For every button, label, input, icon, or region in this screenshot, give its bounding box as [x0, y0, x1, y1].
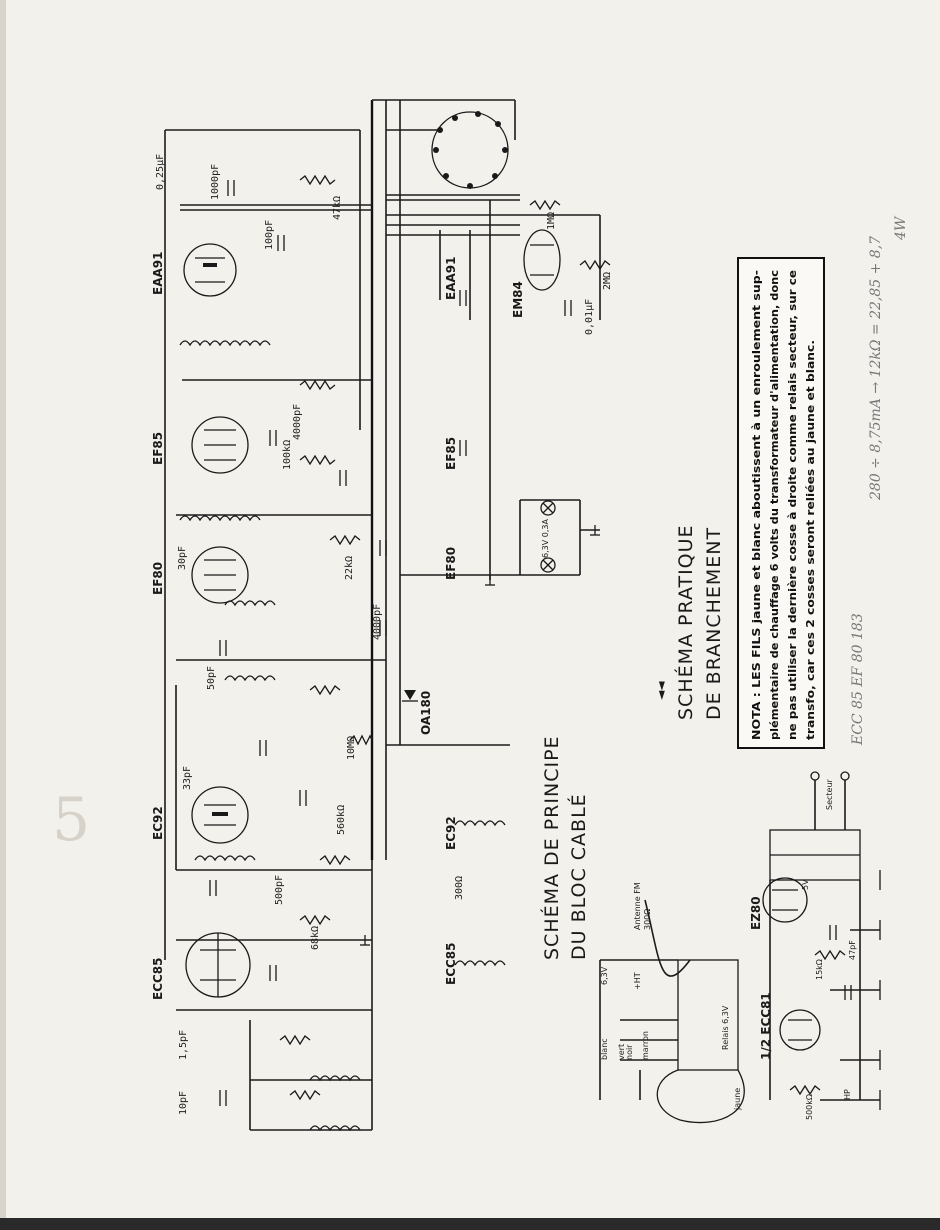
tube-ef85-b: EF85 — [444, 437, 458, 470]
nota-line3: ne pas utiliser la dernière cosse à droi… — [786, 270, 799, 740]
tube-ecc85: ECC85 — [151, 957, 165, 1000]
tube-em84: EM84 — [511, 281, 525, 318]
scan-bottom-edge — [0, 1218, 940, 1230]
schematic-principe: EAA91 EF85 EF80 EC92 ECC85 OA180 — [151, 99, 909, 1132]
label-antenne: Antenne FM — [633, 882, 642, 930]
label-r-15k: 15kΩ — [815, 959, 824, 980]
schematic-pratique: EZ80 1/2 ECC81 — [599, 771, 881, 1124]
title-principe-line2: DU BLOC CABLÉ — [567, 793, 590, 960]
label-c-500pf: 500pF — [274, 875, 285, 905]
label-6-3v: 6,3V — [600, 966, 609, 985]
handwriting-line3: 4W — [893, 215, 909, 241]
label-hp: HP — [843, 1089, 852, 1100]
handwriting-line1: ECC 85 EF 80 183 — [850, 613, 866, 746]
label-c-100pf: 100pF — [264, 220, 275, 250]
lamp-label: 6,3V 0,3A — [541, 519, 550, 558]
svg-text:5: 5 — [52, 785, 90, 855]
label-blanc: blanc — [600, 1038, 609, 1060]
label-r-300: 300Ω — [454, 876, 465, 900]
label-marron: marron — [641, 1031, 650, 1060]
label-c-4000pf-a: 4000pF — [292, 404, 303, 440]
label-c-47pf: 47pF — [848, 940, 857, 960]
label-c-50pf: 50pF — [206, 666, 217, 690]
label-5v: 5V — [801, 879, 810, 890]
label-c-10pf: 10pF — [178, 1091, 189, 1115]
label-secteur: Secteur — [825, 778, 834, 810]
title-pratique-line2: DE BRANCHEMENT — [703, 527, 725, 720]
label-r-47k: 47kΩ — [332, 196, 343, 220]
label-c-33pf: 33pF — [182, 766, 193, 790]
tube-eaa91: EAA91 — [151, 252, 165, 295]
tube-ec92: EC92 — [151, 806, 165, 840]
tube-ef80-b: EF80 — [444, 547, 458, 580]
label-r-500k: 500kΩ — [805, 1094, 814, 1120]
label-relais: Relais 6,3V — [721, 1005, 730, 1050]
tube-ec92-b: EC92 — [444, 816, 458, 850]
label-vert: vert — [617, 1044, 626, 1060]
label-r-10m: 10MΩ — [346, 736, 357, 760]
tube-ef85: EF85 — [151, 432, 165, 465]
arrow-marker: ◄◄ — [654, 681, 668, 700]
label-c-4000pf-b: 4000pF — [372, 604, 383, 640]
tube-eaa91-b: EAA91 — [444, 257, 458, 300]
nota-line1: NOTA : LES FILS jaune et blanc aboutisse… — [750, 270, 763, 740]
nota-box — [737, 257, 825, 749]
tube-ecc81: 1/2 ECC81 — [759, 992, 773, 1060]
label-r-1m: 1MΩ — [546, 212, 557, 230]
label-r-22k: 22kΩ — [344, 556, 355, 580]
label-antenne-ohm: 300Ω — [643, 909, 652, 930]
label-c-001: 0,01µF — [584, 299, 595, 335]
label-r-68k: 68kΩ — [310, 926, 321, 950]
tube-ecc85-b: ECC85 — [444, 942, 458, 985]
label-c-1000pf: 1000pF — [210, 164, 221, 200]
handwriting-line2: 280 ÷ 8,75mA → 12kΩ = 22,85 + 8,7 — [868, 236, 884, 501]
tube-ez80: EZ80 — [749, 896, 763, 930]
nota-line4: transfo, car ces 2 cosses seront reliées… — [804, 340, 817, 740]
label-jaune: jaune — [733, 1088, 742, 1111]
label-c-30pf: 30pF — [177, 546, 188, 570]
label-r-2m: 2MΩ — [602, 272, 613, 290]
label-ht: +HT — [633, 972, 642, 990]
nota-line2: plémentaire de chauffage 6 volts du tran… — [768, 270, 781, 740]
title-pratique-line1: SCHÉMA PRATIQUE — [674, 524, 697, 720]
label-r-100k: 100kΩ — [282, 440, 293, 470]
diode-oa180: OA180 — [419, 691, 433, 735]
label-noir: noir — [625, 1044, 634, 1060]
tube-ef80: EF80 — [151, 562, 165, 595]
title-principe-line1: SCHÉMA DE PRINCIPE — [540, 735, 563, 960]
label-r-560k: 560kΩ — [336, 805, 347, 835]
label-c-025: 0,25µF — [155, 154, 166, 190]
label-c-15pf: 1,5pF — [178, 1030, 189, 1060]
